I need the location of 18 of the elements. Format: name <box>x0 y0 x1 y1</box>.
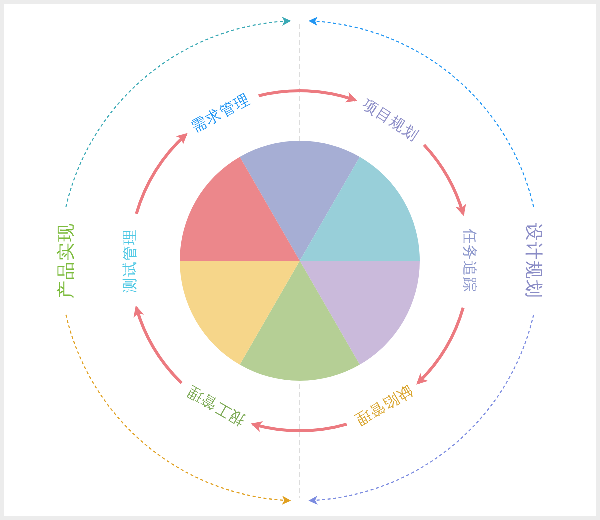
stage-label: 缺陷管理 <box>350 380 418 432</box>
arrow <box>423 144 466 216</box>
dashed-arrow <box>308 314 534 505</box>
arrow <box>416 307 465 385</box>
stage-label: 任务追踪 <box>460 227 480 295</box>
stage-label: 测试管理 <box>120 227 140 295</box>
dashed-arrow <box>308 17 534 208</box>
arrow <box>134 306 183 384</box>
stage-label: 设计规划 <box>521 221 545 301</box>
dashed-arrow <box>66 17 292 208</box>
dashed-arrow <box>66 314 292 505</box>
arrow <box>135 133 188 215</box>
arrow <box>258 90 358 104</box>
stage-label: 项目规划 <box>358 93 426 147</box>
stage-label: 产品实现 <box>55 221 79 301</box>
stage-label: 需求管理 <box>186 88 256 138</box>
stage-label: 报工管理 <box>182 380 250 432</box>
arrow <box>250 421 348 432</box>
